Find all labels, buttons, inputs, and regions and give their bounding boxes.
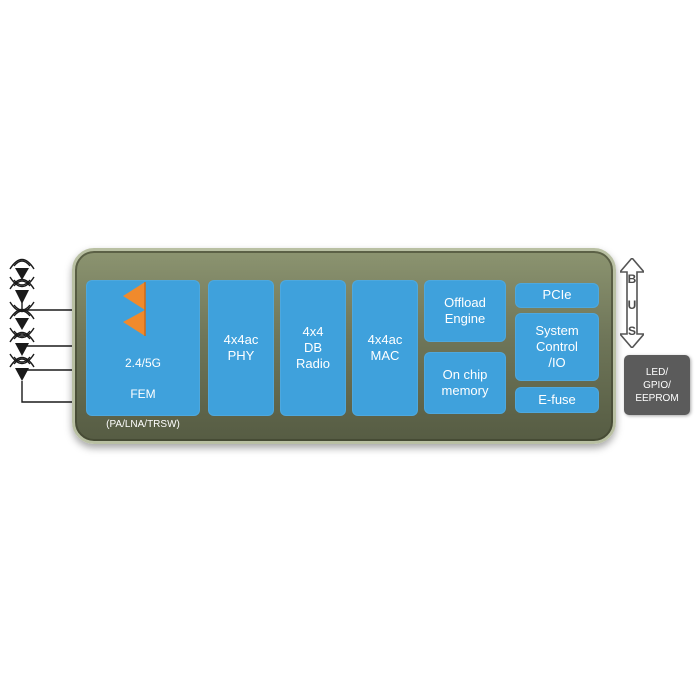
- fem-block: 2.4/5G FEM (PA/LNA/TRSW): [86, 280, 200, 430]
- bus-letter-b: B: [627, 272, 637, 286]
- fem-label-name: FEM: [130, 386, 156, 401]
- fem-label-sub: (PA/LNA/TRSW): [106, 418, 180, 430]
- led-gpio-eeprom-block: LED/ GPIO/ EEPROM: [624, 355, 690, 415]
- bus-letter-u: U: [627, 298, 637, 312]
- efuse-block: E-fuse: [515, 387, 599, 413]
- system-control-block: System Control /IO: [515, 313, 599, 381]
- bus-letter-s: S: [627, 324, 636, 338]
- antenna-icon: [9, 356, 35, 381]
- mac-block: 4x4ac MAC: [352, 280, 418, 416]
- offload-engine-block: Offload Engine: [424, 280, 506, 342]
- bidirectional-arrow-icon: [620, 258, 644, 348]
- antenna-icon: [9, 258, 35, 288]
- pcie-block: PCIe: [515, 283, 599, 308]
- radio-block: 4x4 DB Radio: [280, 280, 346, 416]
- fem-label-band: 2.4/5G: [124, 355, 162, 370]
- switch-triangle-icon: [123, 282, 146, 336]
- antenna-array: [9, 258, 35, 381]
- phy-block: 4x4ac PHY: [208, 280, 274, 416]
- on-chip-memory-block: On chip memory: [424, 352, 506, 414]
- antenna-icon: [9, 308, 35, 339]
